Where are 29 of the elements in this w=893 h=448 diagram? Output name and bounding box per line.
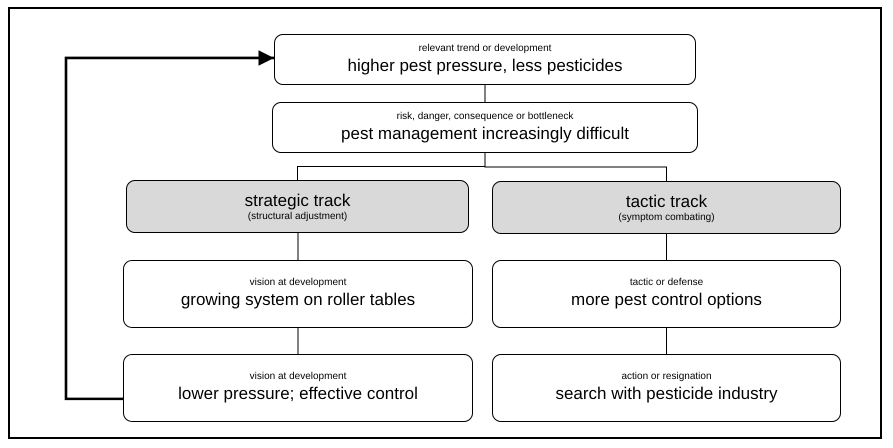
process-box [272,102,698,153]
box-subtitle: risk, danger, consequence or bottleneck [396,110,574,123]
box-subtitle: tactic or defense [630,277,704,290]
box-title: strategic track [244,190,350,212]
box-title: lower pressure; effective control [178,383,418,405]
connector-line [484,84,486,102]
connector-line [484,152,667,182]
process-box [274,34,696,85]
track-box [492,181,841,234]
box-subtitle: action or resignation [621,371,712,384]
box-title: pest management increasingly difficult [341,122,629,144]
box-title: growing system on roller tables [180,289,416,311]
box-title: higher pest pressure, less pesticides [348,54,622,76]
box-subtitle: (symptom combating) [618,212,715,224]
process-box [123,260,473,328]
box-subtitle: relevant trend or development [418,42,552,55]
connector-line [666,328,667,354]
box-subtitle: vision at development [250,277,346,290]
track-box [126,180,469,233]
connector-line [666,234,667,260]
arrow [64,50,274,400]
box-subtitle: (structural adjustment) [248,211,348,224]
box-title: more pest control options [571,289,762,311]
process-box [492,260,841,328]
box-subtitle: vision at development [250,371,346,384]
process-box [492,354,841,422]
box-title: tactic track [626,190,708,212]
process-box [123,354,473,422]
box-title: search with pesticide industry [555,383,778,405]
